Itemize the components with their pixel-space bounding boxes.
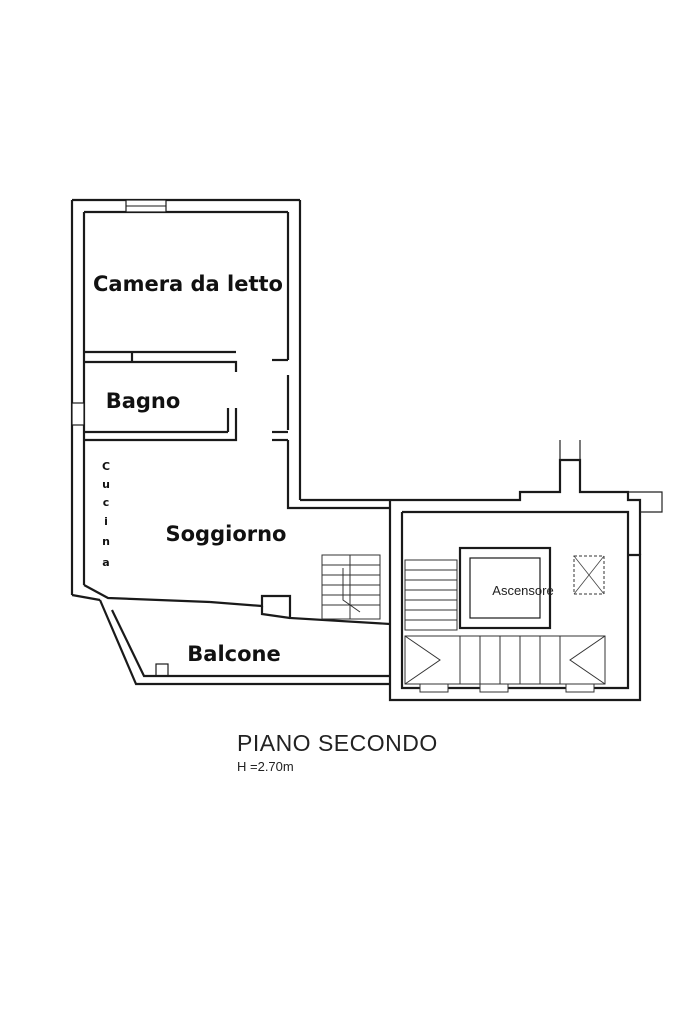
- main-stair-left: [404, 559, 458, 631]
- main-stair-landing: [404, 635, 606, 693]
- label-cucina-letter: C: [102, 460, 110, 473]
- interior-partitions: [84, 350, 288, 442]
- label-bagno: Bagno: [106, 389, 181, 413]
- winding-stair: [321, 554, 381, 620]
- apartment-walls: [70, 198, 400, 604]
- label-cucina-letter: i: [104, 515, 108, 528]
- label-soggiorno: Soggiorno: [166, 522, 287, 546]
- label-cucina-letter: a: [102, 556, 109, 569]
- elevator-shaft: [458, 546, 605, 630]
- label-ascensore: Ascensore: [492, 583, 553, 598]
- plan-height: H =2.70m: [237, 759, 294, 774]
- label-cucina-letter: n: [102, 535, 110, 548]
- label-cucina-letter: c: [103, 496, 110, 509]
- label-balcone: Balcone: [187, 642, 280, 666]
- label-cucina: C u c i n a: [102, 460, 110, 569]
- label-camera-da-letto: Camera da letto: [93, 272, 283, 296]
- balcony-outline: [98, 594, 391, 686]
- plan-title: PIANO SECONDO: [237, 730, 438, 756]
- label-cucina-letter: u: [102, 478, 110, 491]
- stair-hall: [321, 440, 663, 702]
